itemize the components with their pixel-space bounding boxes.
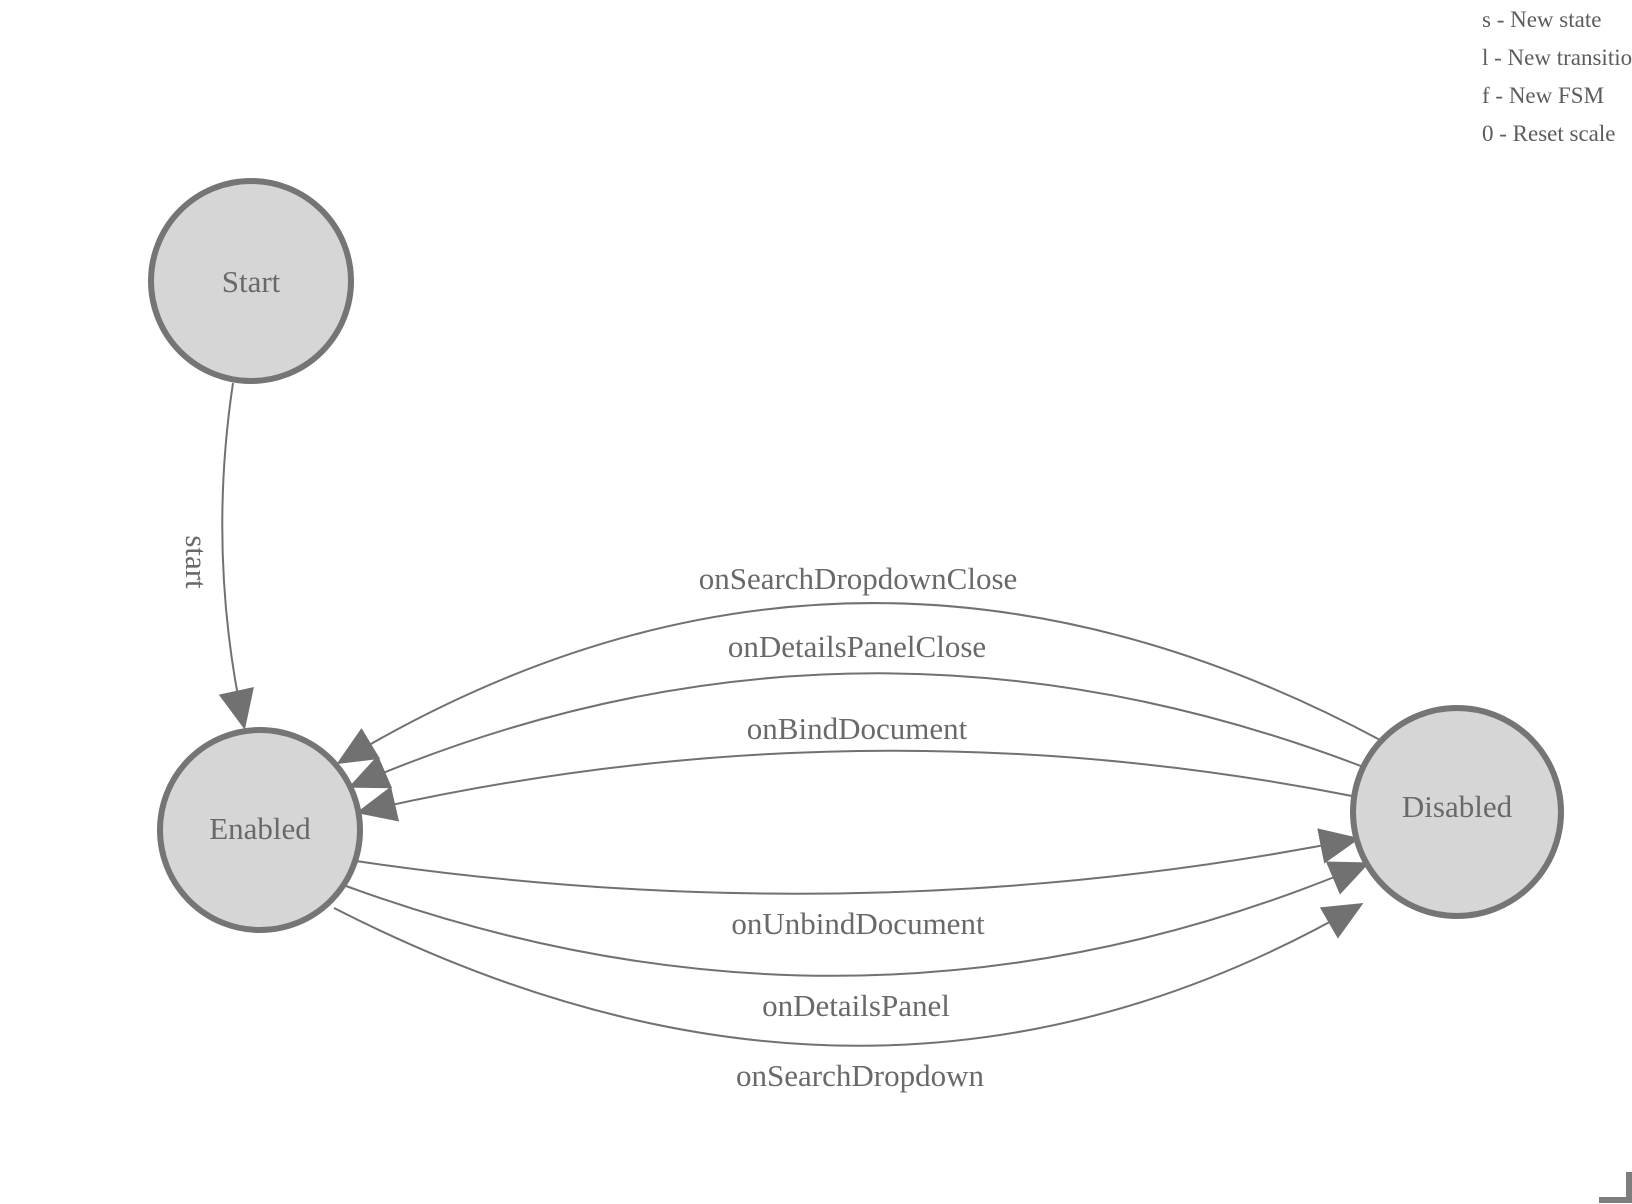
transition-edge-ondetailspanel[interactable] bbox=[345, 861, 1370, 977]
transition-edge-onsearchdropdownclose[interactable] bbox=[336, 602, 1383, 765]
transition-label-start: start bbox=[179, 535, 214, 589]
state-node-start[interactable]: Start bbox=[148, 178, 354, 384]
transition-label-onsearchdropdownclose: onSearchDropdownClose bbox=[699, 561, 1018, 596]
legend-item-new-fsm: f - New FSM bbox=[1482, 83, 1605, 108]
state-circle-start[interactable] bbox=[148, 178, 354, 384]
transition-label-ondetailspanel: onDetailsPanel bbox=[762, 988, 950, 1023]
legend-item-new-transition: l - New transition bbox=[1482, 45, 1632, 70]
state-circle-enabled[interactable] bbox=[157, 727, 363, 933]
state-node-disabled[interactable]: Disabled bbox=[1350, 705, 1564, 919]
legend-item-reset-scale: 0 - Reset scale bbox=[1482, 121, 1616, 146]
canvas-corner-bracket bbox=[1599, 1172, 1632, 1203]
state-label-enabled: Enabled bbox=[209, 811, 311, 846]
transition-label-onbinddocument: onBindDocument bbox=[747, 711, 968, 746]
transition-edge-onunbinddocument[interactable] bbox=[355, 828, 1360, 895]
transition-label-onunbinddocument: onUnbindDocument bbox=[731, 906, 985, 941]
transition-edge-start[interactable] bbox=[218, 382, 254, 730]
transition-edge-onbinddocument[interactable] bbox=[356, 749, 1353, 822]
state-circle-disabled[interactable] bbox=[1350, 705, 1564, 919]
state-label-disabled: Disabled bbox=[1402, 789, 1513, 824]
state-node-enabled[interactable]: Enabled bbox=[157, 727, 363, 933]
shortcut-legend: s - New state l - New transition f - New… bbox=[1482, 1, 1632, 153]
state-label-start: Start bbox=[222, 264, 281, 299]
transition-label-onsearchdropdown: onSearchDropdown bbox=[736, 1058, 984, 1093]
transition-label-ondetailspanelclose: onDetailsPanelClose bbox=[728, 629, 986, 664]
transition-edge-onsearchdropdown[interactable] bbox=[333, 902, 1364, 1047]
legend-item-new-state: s - New state bbox=[1482, 7, 1602, 32]
transition-edge-ondetailspanelclose[interactable] bbox=[348, 672, 1367, 789]
